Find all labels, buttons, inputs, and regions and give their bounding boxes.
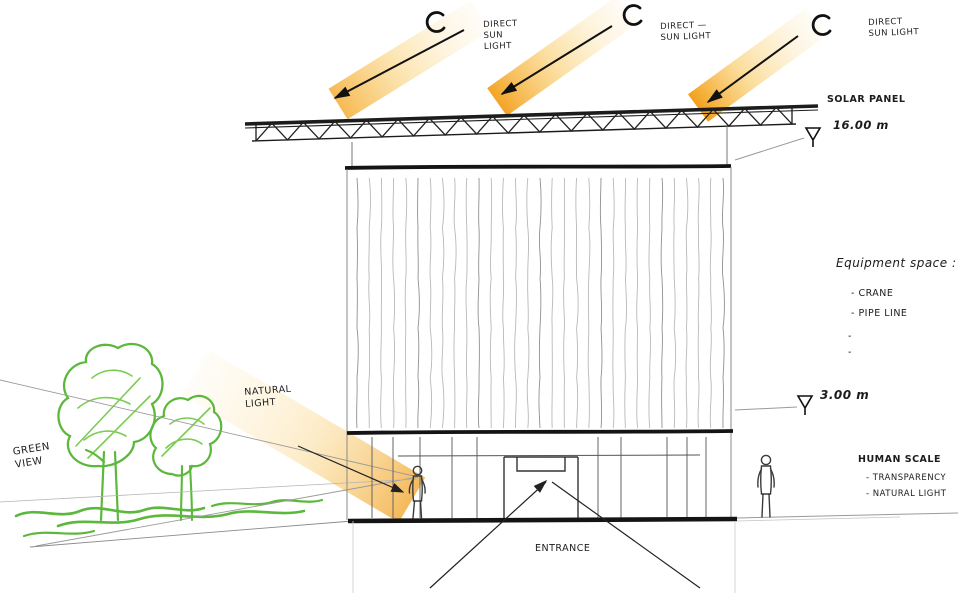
level-marker-icon [734, 127, 822, 415]
direct-sunlight-label-3: DIRECT SUN LIGHT [868, 16, 920, 40]
construction-lines [352, 512, 959, 593]
equipment-item-blank-1: - [848, 331, 852, 342]
direct-sunlight-label-2: DIRECT — SUN LIGHT [660, 20, 712, 44]
solar-panel-truss [244, 104, 819, 167]
direct-sunlight-label-1: DIRECT SUN LIGHT [483, 18, 518, 53]
entrance-arrow-icon [429, 479, 701, 589]
equipment-item-blank-2: - [848, 347, 852, 358]
entrance-label: ENTRANCE [535, 543, 591, 554]
person-figure [408, 454, 775, 519]
sun-arrow-icons [333, 25, 799, 103]
level-16m-label: 16.00 m [833, 118, 889, 132]
solar-panel-label: SOLAR PANEL [827, 94, 906, 105]
human-scale-item-transparency: - TRANSPARENCY [866, 473, 947, 483]
building-section [344, 164, 738, 524]
sight-lines [0, 379, 419, 548]
truss-web [255, 106, 793, 142]
equipment-item-crane: - CRANE [851, 288, 894, 299]
natural-light-label: NATURAL LIGHT [244, 383, 292, 411]
entrance-door [503, 456, 579, 519]
equipment-space-title: Equipment space : [836, 256, 957, 270]
natural-light-arrow-icon [297, 445, 405, 493]
tree-sketch [14, 342, 324, 538]
equipment-item-pipeline: - PIPE LINE [851, 308, 908, 319]
sun-icon [425, 4, 832, 36]
sun-beams [328, 0, 826, 122]
curtain-wall-lines [356, 177, 725, 429]
level-3m-label: 3.00 m [820, 388, 870, 402]
human-scale-title: HUMAN SCALE [858, 454, 941, 465]
natural-light-beam [181, 349, 426, 523]
human-scale-item-natural-light: - NATURAL LIGHT [866, 489, 947, 499]
ground-floor-columns [371, 437, 707, 518]
